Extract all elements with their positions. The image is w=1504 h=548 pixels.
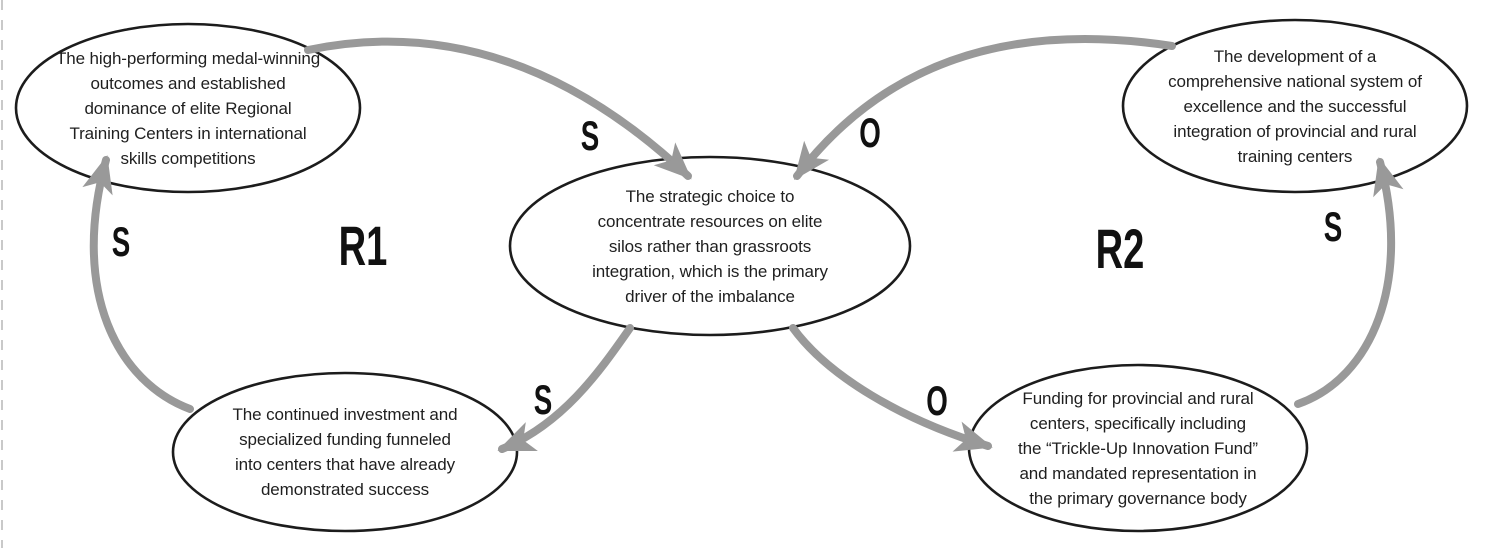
node-text-bottom-right: Funding for provincial and rural centers… [1018,388,1258,508]
polarity-label-br-to-tr: S [1323,203,1343,250]
arrow-center-to-bottom-left [497,324,634,453]
polarity-label-center-to-br: O [926,377,948,424]
polarity-label-tr-to-center: O [859,109,881,156]
polarity-label-tl-to-center: S [580,112,600,159]
left-edge-dashed-border [1,0,3,548]
arrow-bottom-left-to-top-left [82,155,194,413]
node-ellipse-center [508,155,912,337]
loop-label-r1: R1 [338,214,388,277]
arrow-bottom-right-to-top-right [1294,157,1404,408]
node-text-top-left: The high-performing medal-winning outcom… [55,48,321,168]
polarity-label-bl-to-tl: S [111,218,131,265]
node-text-top-right: The development of a comprehensive natio… [1168,46,1422,166]
polarity-label-center-to-bl: S [533,376,553,423]
node-ellipse-top-right [1121,18,1469,194]
arrow-top-right-to-center [793,34,1176,180]
loop-label-r2: R2 [1095,217,1145,280]
node-ellipse-bottom-left [171,371,519,533]
node-text-bottom-left: The continued investment and specialized… [232,405,458,499]
node-text-center: The strategic choice to concentrate reso… [592,186,828,306]
arrow-top-left-to-center [304,37,692,180]
arrow-center-to-bottom-right [789,324,993,452]
node-ellipse-top-left [14,22,362,194]
